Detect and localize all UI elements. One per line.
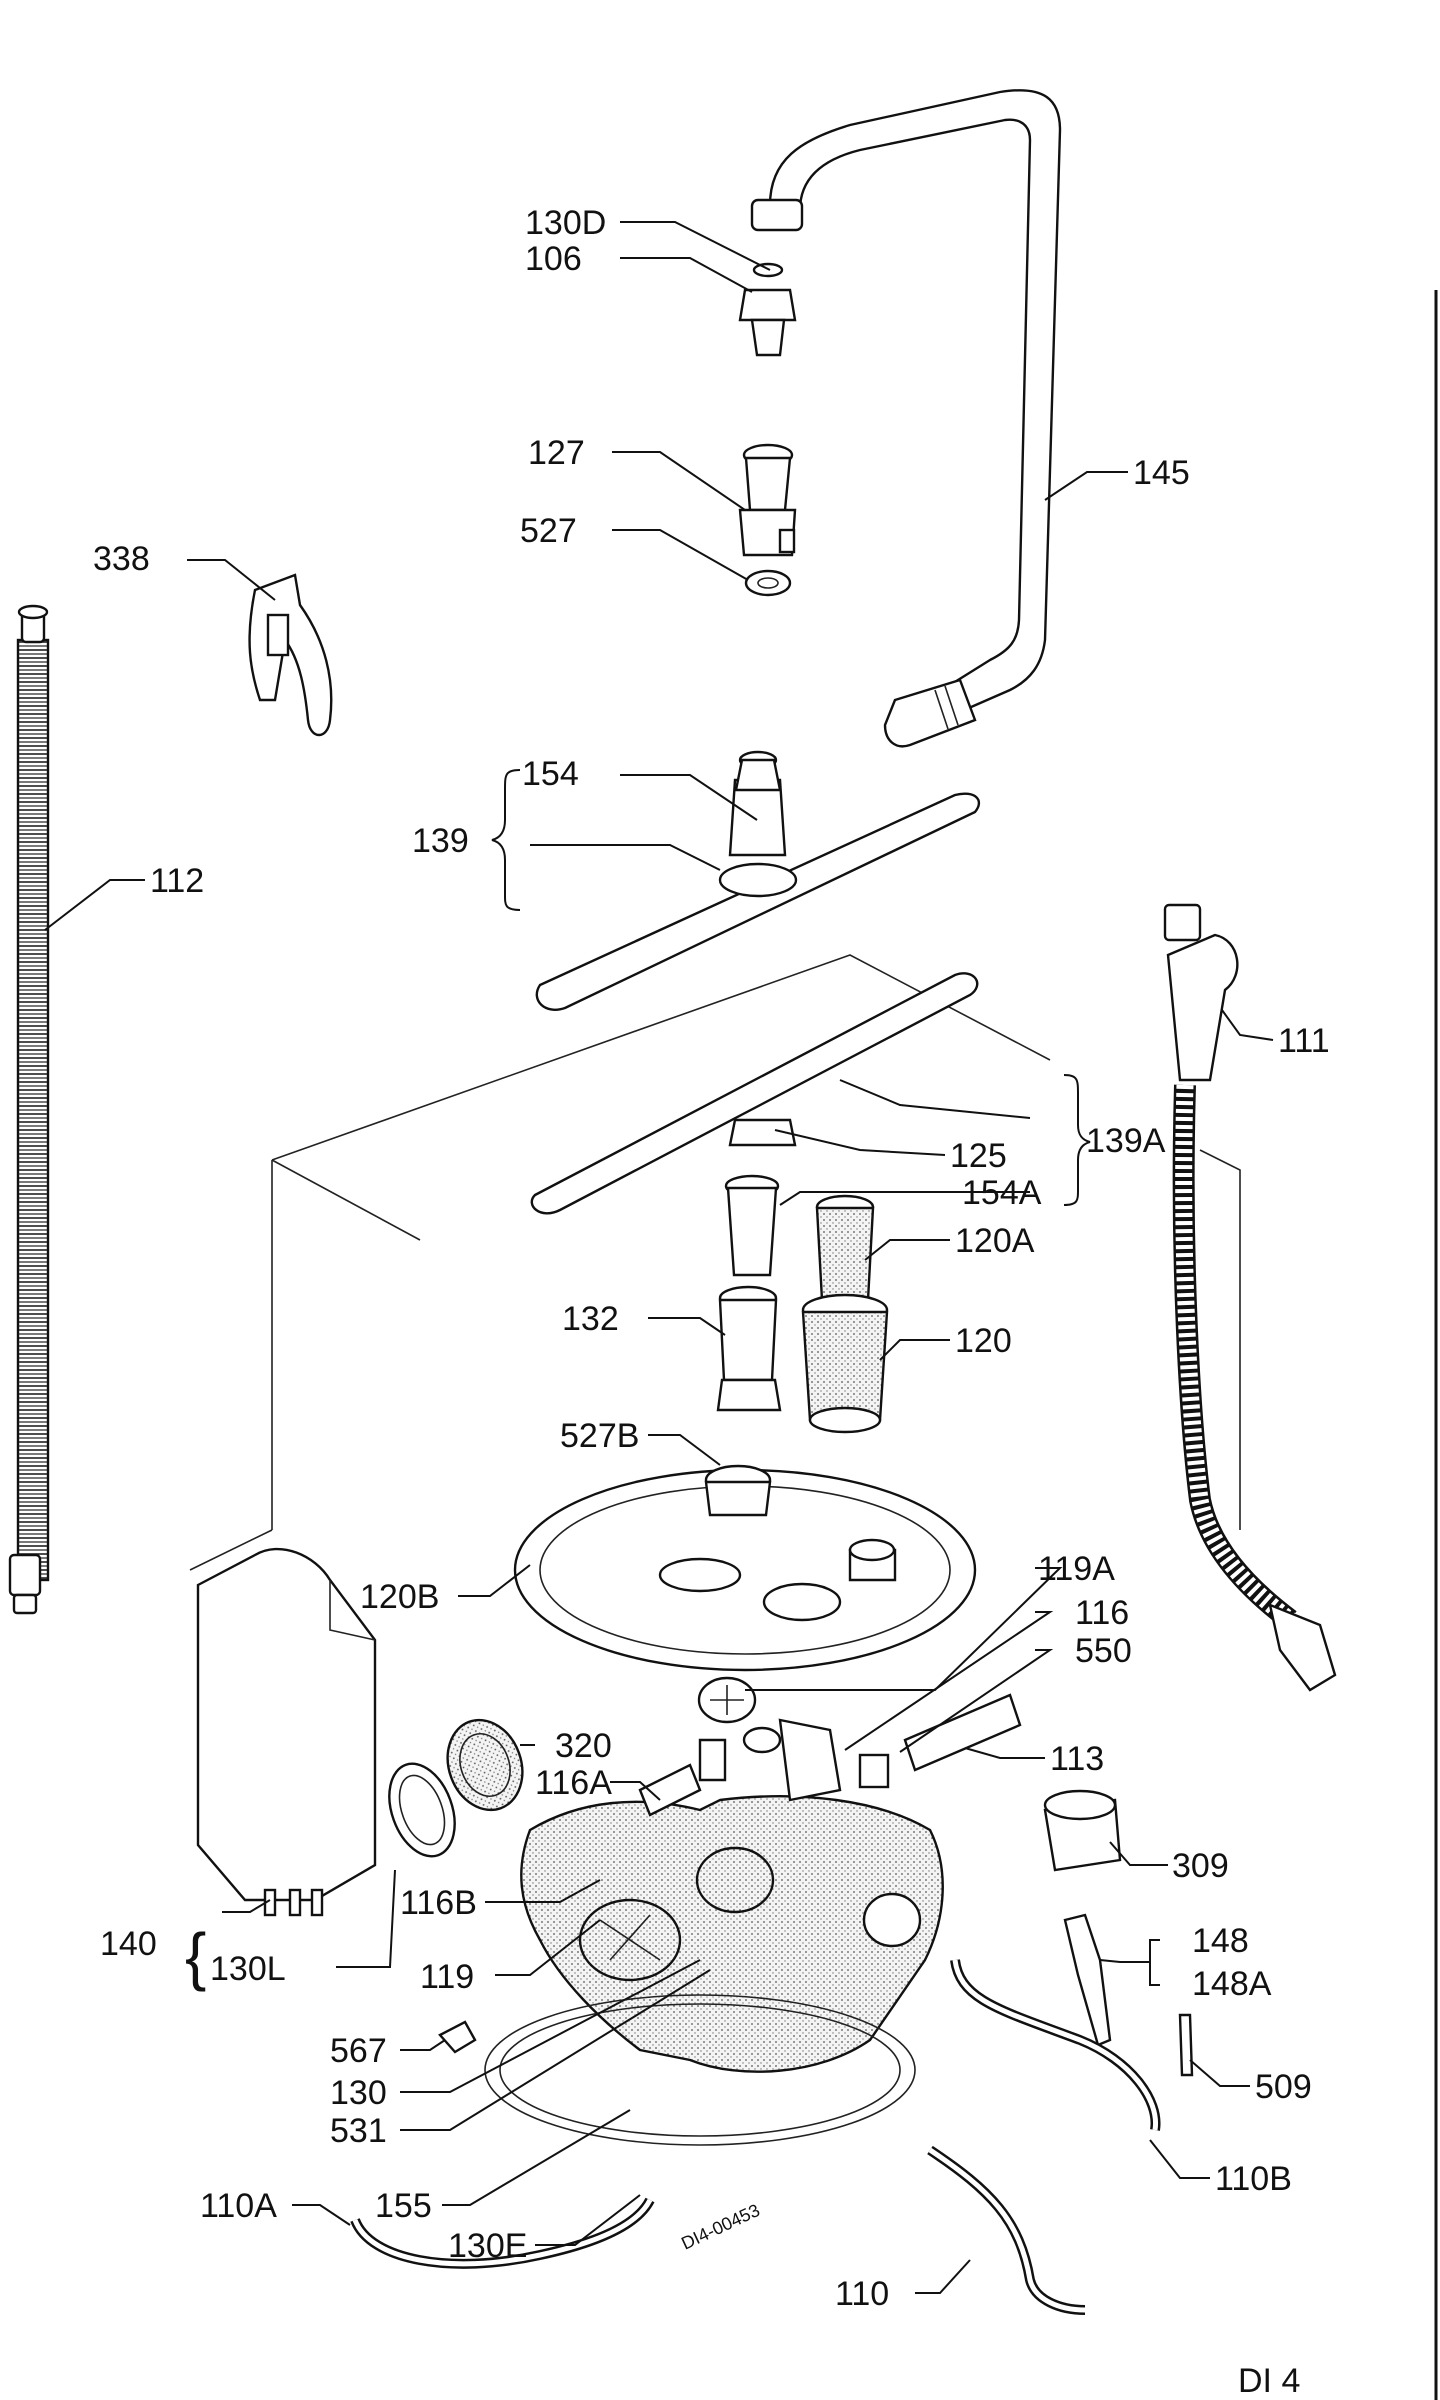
group-brackets (491, 769, 1091, 1206)
label-148a: 148A (1192, 1965, 1272, 2003)
gasket-130l (388, 1762, 456, 1858)
label-139a: 139A (1086, 1122, 1166, 1160)
label-132: 132 (562, 1300, 619, 1338)
label-116b: 116B (400, 1884, 477, 1922)
hose-110a (350, 2197, 655, 2269)
label-130e: 130E (448, 2227, 527, 2265)
label-148: 148 (1192, 1922, 1249, 1960)
brace-140: { (185, 1920, 206, 1992)
label-338: 338 (93, 540, 150, 578)
micro-filter-120a (815, 1194, 875, 1302)
label-309: 309 (1172, 1847, 1229, 1885)
water-softener-140 (196, 1547, 377, 1917)
label-127: 127 (528, 434, 585, 472)
bracket-148 (1063, 1913, 1112, 2047)
diagram-code: DI4-00453 (678, 2200, 763, 2254)
label-110: 110 (835, 2275, 889, 2313)
label-119a: 119A (1038, 1550, 1115, 1588)
leader-lines (44, 221, 1274, 2294)
inlet-hose-111 (1163, 903, 1337, 1692)
drain-hose-112 (8, 604, 50, 1615)
label-154: 154 (522, 755, 579, 793)
sump-housing (520, 1718, 944, 2073)
label-550: 550 (1075, 1632, 1132, 1670)
label-110a: 110A (200, 2187, 277, 2225)
label-110b: 110B (1215, 2160, 1292, 2198)
label-120a: 120A (955, 1222, 1035, 1260)
pipe-132 (716, 1285, 782, 1412)
label-155: 155 (375, 2187, 432, 2225)
label-130: 130 (330, 2074, 387, 2112)
upper-spray-arm-139 (535, 750, 981, 1011)
label-106: 106 (525, 240, 582, 278)
label-116: 116 (1075, 1594, 1129, 1632)
label-130d: 130D (525, 204, 606, 242)
ring-527b (704, 1464, 772, 1517)
cabinet-outline (189, 954, 1241, 1571)
label-154a: 154A (962, 1174, 1042, 1212)
label-111: 111 (1278, 1022, 1330, 1060)
pin-509 (1178, 2013, 1194, 2077)
label-130l: 130L (210, 1950, 286, 1988)
coupling-127 (738, 443, 797, 597)
label-567: 567 (330, 2032, 387, 2070)
base-gasket (484, 1994, 916, 2146)
lower-spray-arm-139a (530, 972, 979, 1215)
label-119: 119 (420, 1958, 474, 1996)
clip-338 (248, 573, 333, 737)
part-labels: 130D 106 127 527 145 338 112 154 139 111… (93, 204, 1330, 2400)
label-320: 320 (555, 1727, 612, 1765)
label-527b: 527B (560, 1417, 639, 1455)
label-509: 509 (1255, 2068, 1312, 2106)
connector-113 (858, 1693, 1022, 1789)
label-125: 125 (950, 1137, 1007, 1175)
label-527: 527 (520, 512, 577, 550)
label-140: 140 (100, 1925, 157, 1963)
coarse-filter-120 (801, 1293, 889, 1434)
cap-309 (1043, 1789, 1122, 1872)
cap-320 (446, 1718, 524, 1812)
label-112: 112 (150, 862, 204, 900)
impeller-cover-119a (697, 1676, 757, 1724)
connector-154a (724, 1174, 780, 1277)
label-113: 113 (1050, 1740, 1104, 1778)
upper-spray-pipe (750, 89, 1062, 748)
pipe-nut-106 (738, 262, 797, 357)
corner-code: DI 4 (1238, 2362, 1300, 2400)
label-116a: 116A (535, 1764, 612, 1802)
label-139: 139 (412, 822, 469, 860)
part-567 (438, 2020, 477, 2054)
label-531: 531 (330, 2112, 387, 2150)
hose-110b (950, 1959, 1161, 2131)
label-120b: 120B (360, 1578, 439, 1616)
hose-110 (927, 2145, 1086, 2315)
label-120: 120 (955, 1322, 1012, 1360)
label-145: 145 (1133, 454, 1190, 492)
